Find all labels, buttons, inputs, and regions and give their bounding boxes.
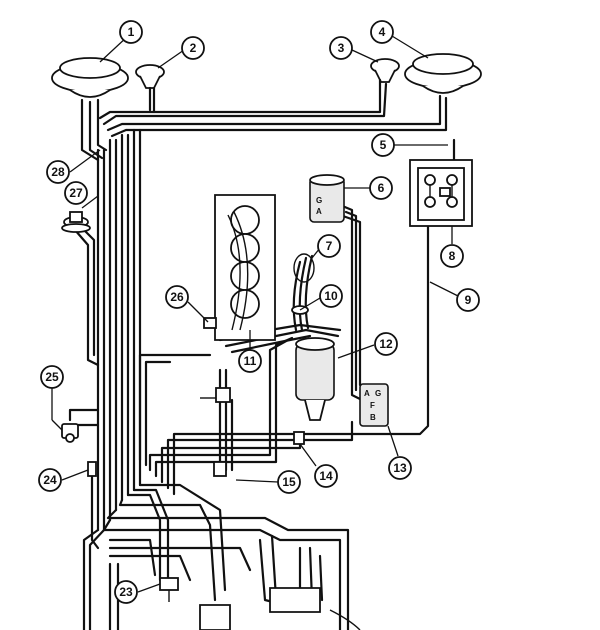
connector-23 <box>159 577 179 602</box>
callout-14-label: 14 <box>319 469 333 483</box>
left-headlamp <box>51 57 129 98</box>
callout-11-label: 11 <box>244 354 257 368</box>
callout-6-label: 6 <box>378 181 385 195</box>
gauge-terminal-a: A <box>316 207 322 216</box>
connector-14 <box>293 431 305 445</box>
regulator-13: A G F B <box>359 383 389 427</box>
callout-28: 28 <box>46 160 70 184</box>
callout-26-label: 26 <box>170 290 184 304</box>
left-parking-lamp <box>135 64 165 89</box>
connector-26 <box>203 317 217 329</box>
right-headlamp <box>404 53 482 94</box>
switch-25 <box>61 423 79 443</box>
engine-block <box>199 587 361 630</box>
callout-12: 12 <box>374 332 398 356</box>
horn-27 <box>61 211 91 233</box>
callout-13: 13 <box>388 456 412 480</box>
callout-23-label: 23 <box>119 585 133 599</box>
regulator-terminal-a: A <box>364 389 370 398</box>
callout-4-label: 4 <box>379 25 386 39</box>
callout-27: 27 <box>64 181 88 205</box>
callout-8: 8 <box>440 244 464 268</box>
right-parking-lamp <box>370 58 400 83</box>
callout-9-label: 9 <box>465 293 472 307</box>
regulator-terminal-g: G <box>375 389 381 398</box>
callout-1-label: 1 <box>128 25 135 39</box>
callout-2: 2 <box>181 36 205 60</box>
callout-14: 14 <box>314 464 338 488</box>
junction-24 <box>87 461 97 477</box>
callout-7: 7 <box>317 234 341 258</box>
callout-26: 26 <box>165 285 189 309</box>
gauge-terminal-g: G <box>316 196 322 205</box>
callout-25-label: 25 <box>45 370 59 384</box>
callout-28-label: 28 <box>51 165 65 179</box>
callout-13-label: 13 <box>393 461 407 475</box>
regulator-terminal-f: F <box>370 401 375 410</box>
callout-7-label: 7 <box>326 239 333 253</box>
switch-panel-8 <box>409 159 473 227</box>
callouts: 1 2 3 4 5 6 7 8 <box>38 20 480 604</box>
callout-12-label: 12 <box>379 337 393 351</box>
callout-23: 23 <box>114 580 138 604</box>
callout-15: 15 <box>277 470 301 494</box>
regulator-terminal-b: B <box>370 413 376 422</box>
callout-2-label: 2 <box>190 41 197 55</box>
callout-3: 3 <box>329 36 353 60</box>
callout-9: 9 <box>456 288 480 312</box>
wiring-harness <box>68 78 456 630</box>
callout-10: 10 <box>319 284 343 308</box>
coil-loop-7 <box>292 253 315 332</box>
callout-11: 11 <box>238 349 262 373</box>
ignition-switch-15 <box>200 387 231 477</box>
callout-5-label: 5 <box>380 138 387 152</box>
callout-1: 1 <box>119 20 143 44</box>
ignition-coil-12 <box>295 337 335 421</box>
callout-8-label: 8 <box>449 249 456 263</box>
callout-15-label: 15 <box>282 475 296 489</box>
callout-5: 5 <box>371 133 395 157</box>
callout-24-label: 24 <box>43 473 57 487</box>
callout-10-label: 10 <box>324 289 338 303</box>
instrument-panel <box>214 194 276 341</box>
gauge-6: G A <box>309 174 345 223</box>
callout-24: 24 <box>38 468 62 492</box>
callout-3-label: 3 <box>338 41 345 55</box>
callout-27-label: 27 <box>69 186 83 200</box>
callout-4: 4 <box>370 20 394 44</box>
callout-25: 25 <box>40 365 64 389</box>
callout-6: 6 <box>369 176 393 200</box>
